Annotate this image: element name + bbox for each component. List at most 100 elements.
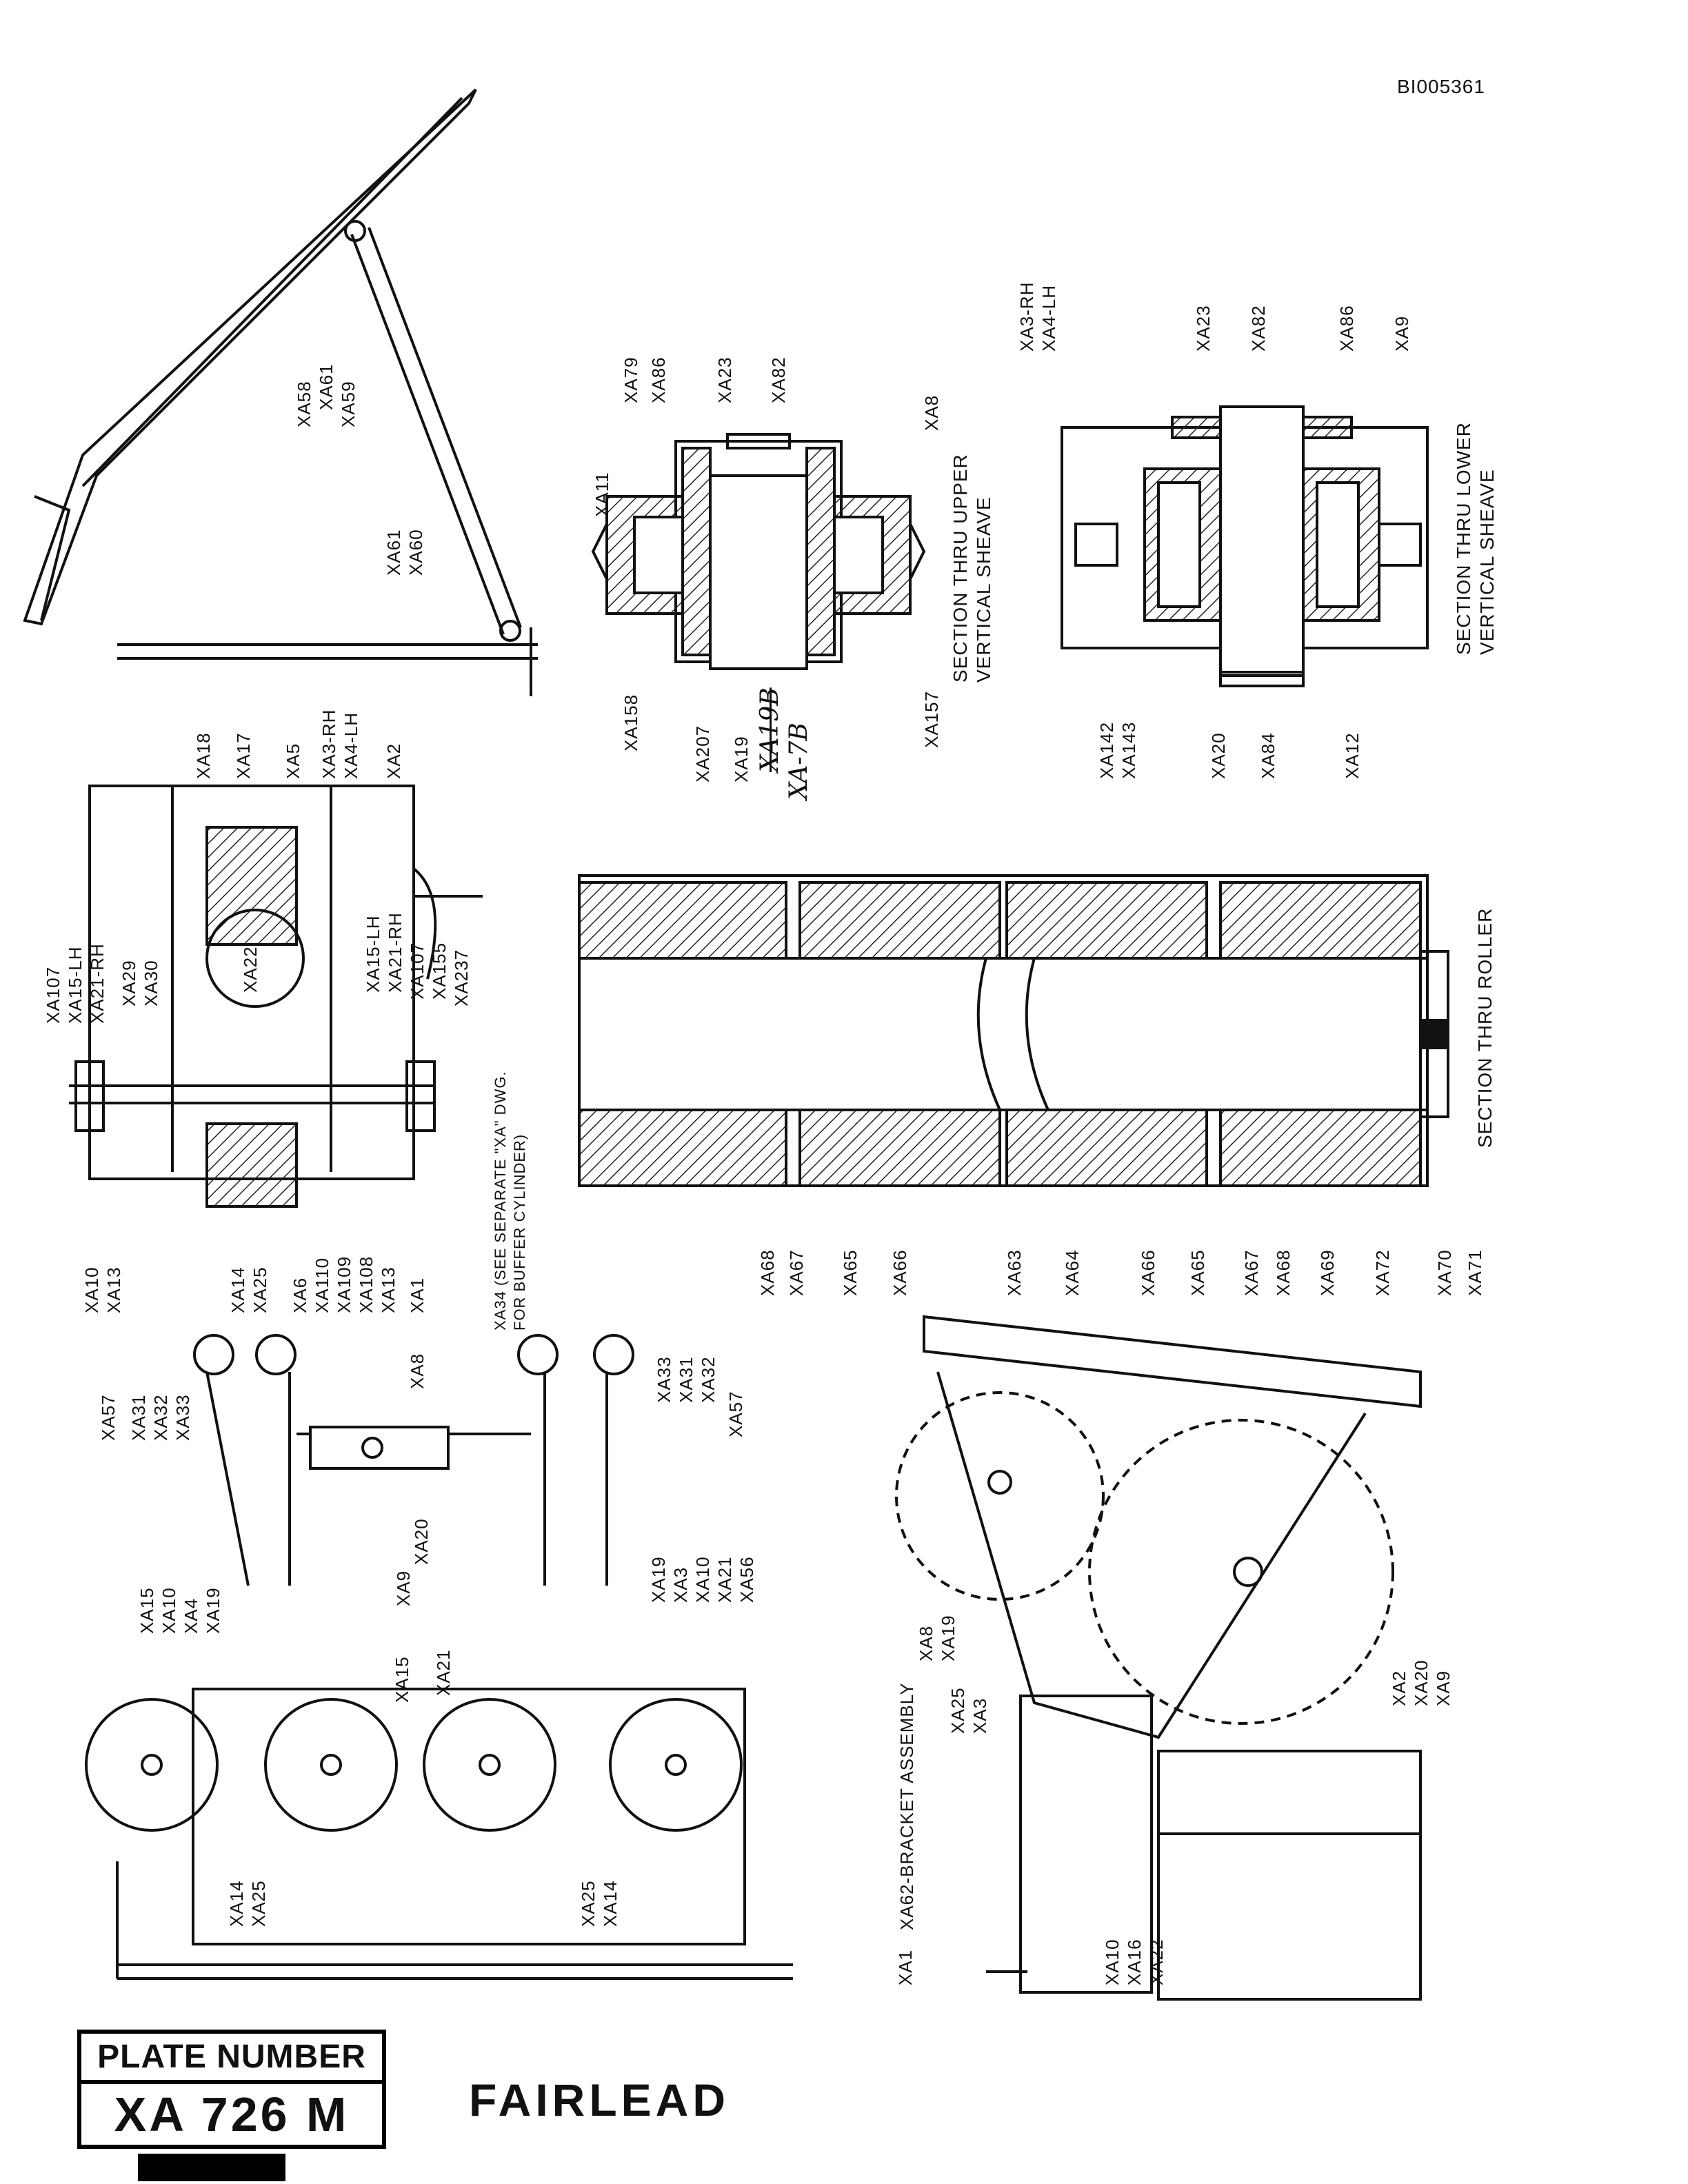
callout: XA59 (338, 381, 359, 427)
callout: XA3 (969, 1697, 990, 1734)
callout: XA13 (378, 1266, 399, 1313)
document-id: BI005361 (1397, 76, 1485, 97)
callout: XA6 (290, 1277, 310, 1313)
callout: XA71 (1465, 1249, 1485, 1296)
callout: XA31 (676, 1356, 696, 1403)
callout: XA14 (600, 1880, 621, 1927)
callout: XA9 (393, 1570, 414, 1606)
callout: XA82 (768, 356, 789, 403)
section-title-roller: SECTION THRU ROLLER (1474, 907, 1496, 1148)
callout: XA64 (1062, 1249, 1083, 1296)
callout: XA237 (451, 949, 472, 1007)
lower-sheave-section (1061, 405, 1429, 687)
callout: XA11 (592, 472, 612, 517)
callout: XA14 (228, 1266, 248, 1313)
callout: XA61 (316, 363, 336, 410)
side-elevation (895, 1315, 1422, 2001)
callout: XA33 (172, 1394, 193, 1441)
front-elevation (85, 1334, 793, 1980)
callout: XA157 (921, 690, 942, 748)
callout: XA66 (890, 1249, 910, 1296)
callout: XA16 (1124, 1939, 1145, 1985)
callout: XA3 (670, 1566, 691, 1603)
callout: XA19 (731, 736, 752, 782)
callout: XA57 (725, 1391, 746, 1437)
callout: XA58 (294, 381, 314, 427)
callout: XA23 (714, 356, 735, 403)
callout: XA19 (938, 1615, 958, 1661)
callout: XA30 (141, 960, 161, 1007)
callout: XA107 (407, 942, 428, 1000)
callout: XA18 (193, 732, 214, 779)
callout: XA79 (621, 356, 641, 403)
callout: XA66 (1138, 1249, 1158, 1296)
callout: XA4 (181, 1597, 201, 1634)
callout: XA5 (283, 742, 303, 779)
callout: XA21 (433, 1649, 454, 1696)
callout: XA20 (1411, 1659, 1431, 1706)
upper-sheave-section (591, 433, 926, 670)
callout: XA68 (757, 1249, 778, 1296)
drawing-title: FAIRLEAD (469, 2074, 730, 2125)
callout: XA61 (383, 529, 404, 576)
callout: XA107 (43, 966, 63, 1024)
callout: XA8 (407, 1353, 428, 1389)
section-title-lower-sheave: SECTION THRU LOWER VERTICAL SHEAVE (1453, 422, 1498, 655)
callout: XA4-LH (1038, 284, 1059, 352)
callout: XA19 (648, 1556, 669, 1603)
callout: XA9 (1433, 1670, 1454, 1706)
callout: XA15-LH (65, 946, 86, 1024)
callout: XA32 (150, 1394, 171, 1441)
callout: XA10 (159, 1587, 179, 1634)
callout: XA8 (921, 394, 942, 431)
callout: XA20 (411, 1518, 432, 1565)
plate-heading: PLATE NUMBER (81, 2034, 382, 2084)
callout: XA19 (203, 1587, 223, 1634)
callout: XA8 (916, 1625, 936, 1661)
plate-number: XA 726 M (114, 2087, 350, 2141)
callout: XA84 (1258, 732, 1278, 779)
callout: XA22 (1146, 1939, 1167, 1985)
callout: XA15 (137, 1587, 157, 1634)
callout: XA3-RH (1016, 281, 1037, 352)
callout: XA33 (654, 1356, 674, 1403)
boom-strut-view (23, 88, 538, 696)
callout: XA29 (119, 960, 139, 1007)
plate-number-box: PLATE NUMBER XA 726 M (77, 2030, 386, 2149)
callout: XA82 (1248, 305, 1269, 352)
callout: XA1 (407, 1277, 428, 1313)
callout: XA2 (1389, 1670, 1409, 1706)
callout: XA86 (648, 356, 669, 403)
callout: XA70 (1434, 1249, 1455, 1296)
callout: XA22 (240, 946, 261, 993)
callout: XA67 (786, 1249, 807, 1296)
callout: XA69 (1317, 1249, 1338, 1296)
callout: XA142 (1096, 721, 1117, 779)
callout: XA25 (947, 1687, 968, 1734)
callout: XA15-LH (363, 915, 383, 993)
callout: XA32 (698, 1356, 719, 1403)
callout: XA4-LH (341, 711, 361, 779)
callout: XA109 (334, 1255, 354, 1313)
callout: XA155 (429, 942, 450, 1000)
callout: XA60 (405, 529, 426, 576)
callout: XA65 (1187, 1249, 1208, 1296)
callout: XA68 (1273, 1249, 1294, 1296)
callout: XA21 (714, 1556, 735, 1603)
callout: XA10 (692, 1556, 713, 1603)
bracket-assembly-label: XA62-BRACKET ASSEMBLY (896, 1682, 917, 1930)
callout: XA86 (1336, 305, 1357, 352)
callout: XA31 (128, 1394, 149, 1441)
callout: XA21-RH (87, 943, 108, 1024)
callout: XA143 (1118, 721, 1139, 779)
callout: XA110 (312, 1257, 332, 1313)
carriage-plan-view (69, 785, 483, 1208)
buffer-cylinder-note: XA34 (SEE SEPARATE "XA" DWG. FOR BUFFER … (492, 1071, 528, 1331)
callout: XA12 (1342, 732, 1363, 779)
callout: XA63 (1004, 1249, 1025, 1296)
callout: XA23 (1193, 305, 1214, 352)
handwritten-label: XA-7B (785, 722, 813, 800)
callout: XA158 (621, 694, 641, 751)
callout: XA17 (233, 732, 254, 779)
callout: XA10 (81, 1266, 102, 1313)
